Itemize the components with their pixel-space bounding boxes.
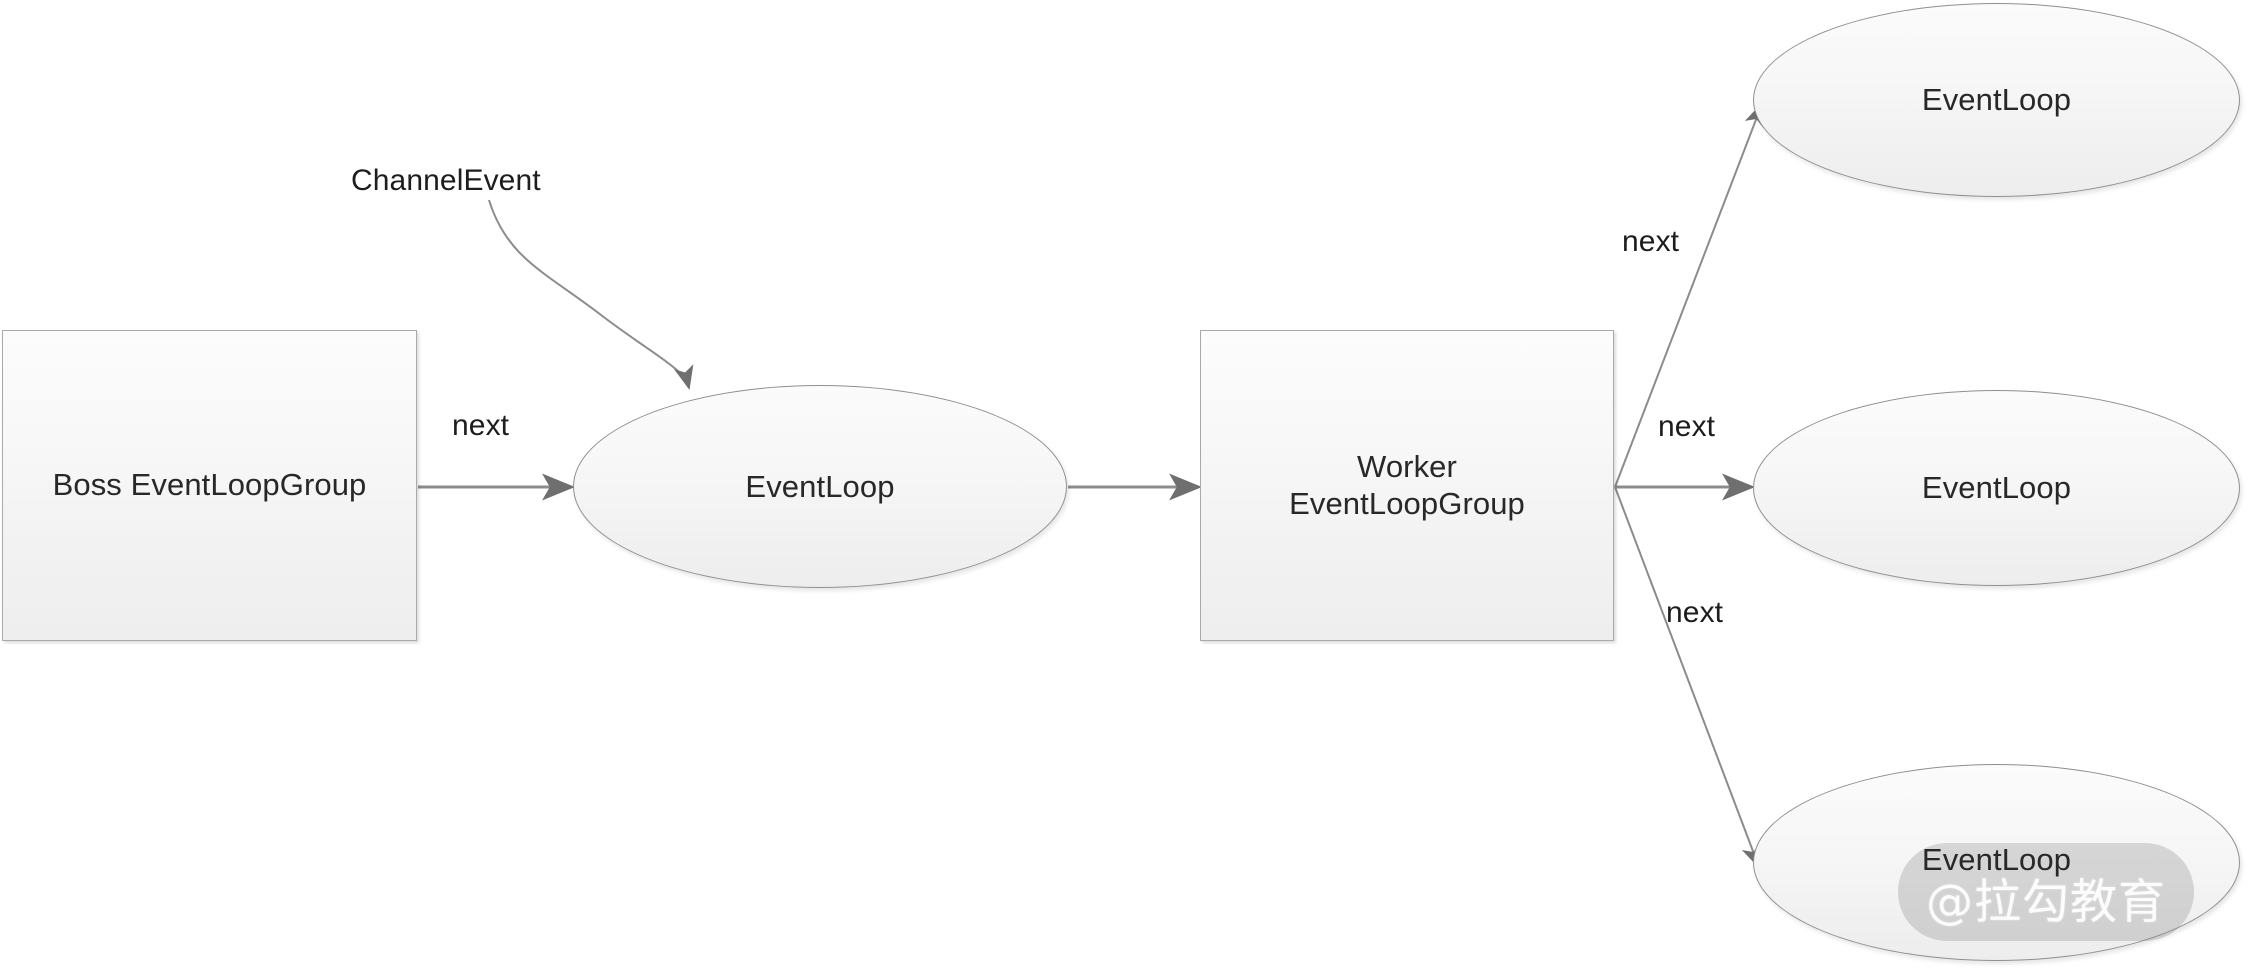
node-worker-eventloopgroup[interactable]: Worker EventLoopGroup bbox=[1200, 330, 1614, 641]
node-label-line-2: EventLoopGroup bbox=[1289, 485, 1525, 521]
edge-label-worker-next-top: next bbox=[1622, 225, 1680, 258]
node-eventloop-1[interactable]: EventLoop bbox=[573, 385, 1067, 588]
node-boss-eventloopgroup[interactable]: Boss EventLoopGroup bbox=[2, 330, 417, 641]
edge-label-boss-next: next bbox=[452, 409, 510, 442]
edge-label-worker-next-bottom: next bbox=[1666, 596, 1724, 629]
watermark-text: @拉勾教育 bbox=[1926, 874, 2166, 930]
node-label-line-1: Worker bbox=[1357, 448, 1457, 484]
node-eventloop-top[interactable]: EventLoop bbox=[1753, 3, 2240, 197]
node-label: EventLoop bbox=[1921, 470, 2072, 505]
node-label: EventLoop bbox=[745, 468, 895, 504]
node-label: Worker EventLoopGroup bbox=[1289, 449, 1525, 522]
watermark: @拉勾教育 bbox=[1898, 843, 2194, 941]
edge-worker-to-eventloop-bottom bbox=[1614, 486, 1761, 869]
node-eventloop-bottom[interactable]: EventLoop bbox=[1753, 764, 2240, 961]
node-label: Boss EventLoopGroup bbox=[52, 467, 367, 503]
node-label: EventLoop bbox=[1921, 841, 2072, 877]
edge-label-channelevent: ChannelEvent bbox=[351, 164, 541, 197]
node-label: EventLoop bbox=[1921, 82, 2072, 117]
node-eventloop-middle[interactable]: EventLoop bbox=[1753, 390, 2240, 586]
edge-label-worker-next-middle: next bbox=[1658, 410, 1716, 443]
edge-channelevent-to-eventloop bbox=[488, 199, 694, 390]
